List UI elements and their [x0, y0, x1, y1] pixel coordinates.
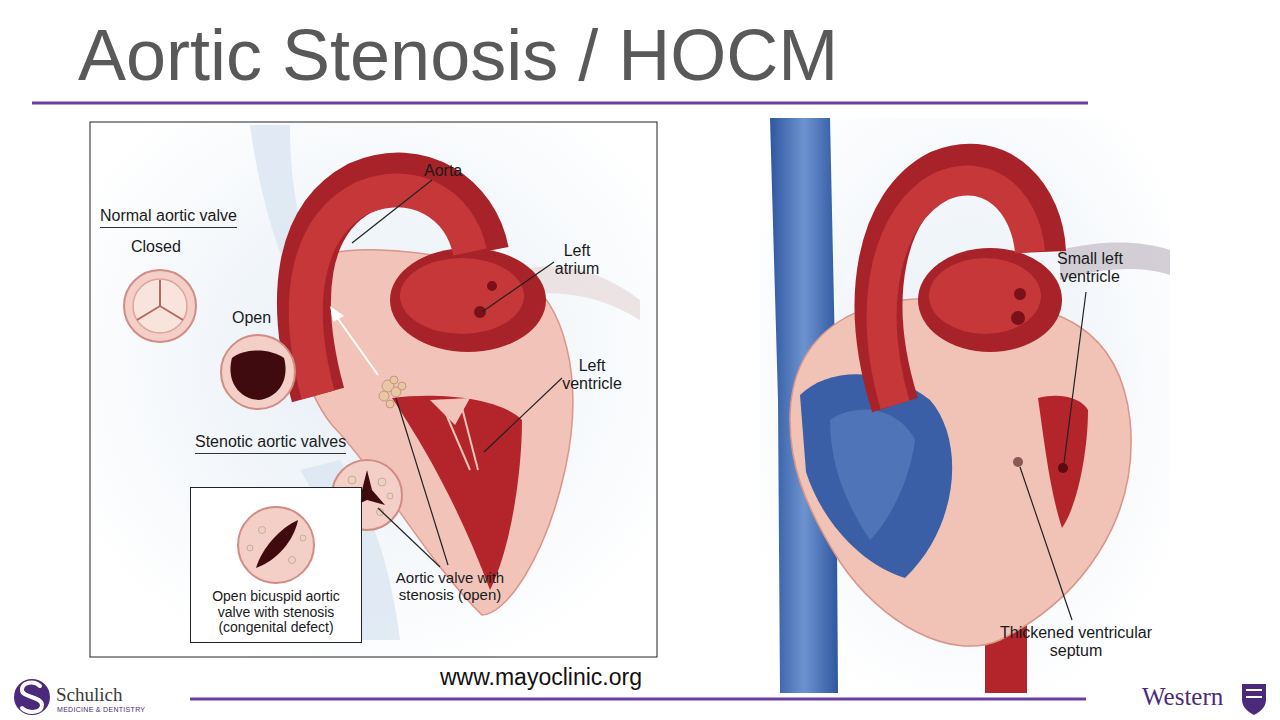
- logo-text: Western: [1142, 683, 1223, 711]
- valve-closed: [124, 270, 196, 342]
- leader-lines: [352, 180, 562, 567]
- panel-frame: [90, 122, 657, 657]
- part-label: Left atrium: [548, 242, 606, 277]
- source-credit: www.mayoclinic.org: [440, 665, 642, 690]
- group-heading: Normal aortic valve: [100, 207, 237, 228]
- inset-caption: Open bicuspid aortic valve with stenosis…: [195, 589, 357, 636]
- part-label: Thickened ventricular septum: [996, 624, 1156, 659]
- title-rule: [32, 102, 1088, 105]
- part-label: Aortic valve with stenosis (open): [388, 570, 512, 603]
- western-crest: [1242, 684, 1266, 715]
- logo-text: Schulich: [56, 685, 123, 706]
- valve-bicuspid: [238, 507, 314, 583]
- group-heading: Stenotic aortic valves: [195, 433, 346, 454]
- valve-state-label: Closed: [131, 238, 181, 256]
- inset-box: Open bicuspid aortic valve with stenosis…: [190, 487, 362, 643]
- valve-state-label: Open: [232, 309, 271, 327]
- slide-title: Aortic Stenosis / HOCM: [78, 14, 838, 97]
- part-label: Aorta: [424, 162, 462, 180]
- valve-open: [221, 335, 295, 409]
- logo-subtext: MEDICINE & DENTISTRY: [57, 706, 145, 714]
- schulich-logo: [14, 679, 50, 715]
- footer-rule: [190, 698, 1086, 701]
- part-label: Small left ventricle: [1040, 250, 1140, 285]
- part-label: Left ventricle: [552, 357, 632, 392]
